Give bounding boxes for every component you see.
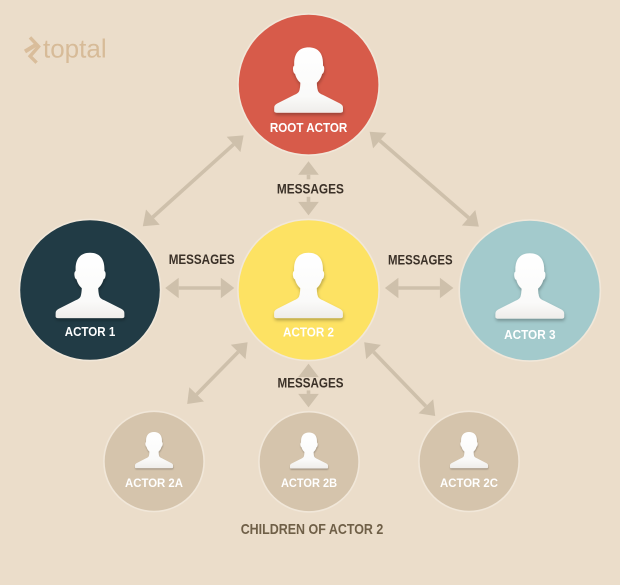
svg-text:ROOT ACTOR: ROOT ACTOR [270, 120, 348, 135]
svg-text:MESSAGES: MESSAGES [277, 180, 344, 196]
svg-text:ACTOR 2B: ACTOR 2B [281, 476, 337, 490]
svg-text:ACTOR 3: ACTOR 3 [504, 327, 555, 342]
svg-text:toptal: toptal [43, 34, 107, 64]
svg-text:MESSAGES: MESSAGES [169, 251, 235, 267]
svg-text:ACTOR 2: ACTOR 2 [283, 324, 334, 339]
svg-text:ACTOR 2C: ACTOR 2C [440, 476, 498, 490]
svg-text:CHILDREN OF ACTOR 2: CHILDREN OF ACTOR 2 [241, 522, 384, 538]
svg-text:MESSAGES: MESSAGES [278, 375, 344, 391]
svg-text:ACTOR 1: ACTOR 1 [65, 324, 116, 339]
svg-text:ACTOR 2A: ACTOR 2A [125, 476, 183, 490]
svg-text:MESSAGES: MESSAGES [388, 252, 453, 268]
